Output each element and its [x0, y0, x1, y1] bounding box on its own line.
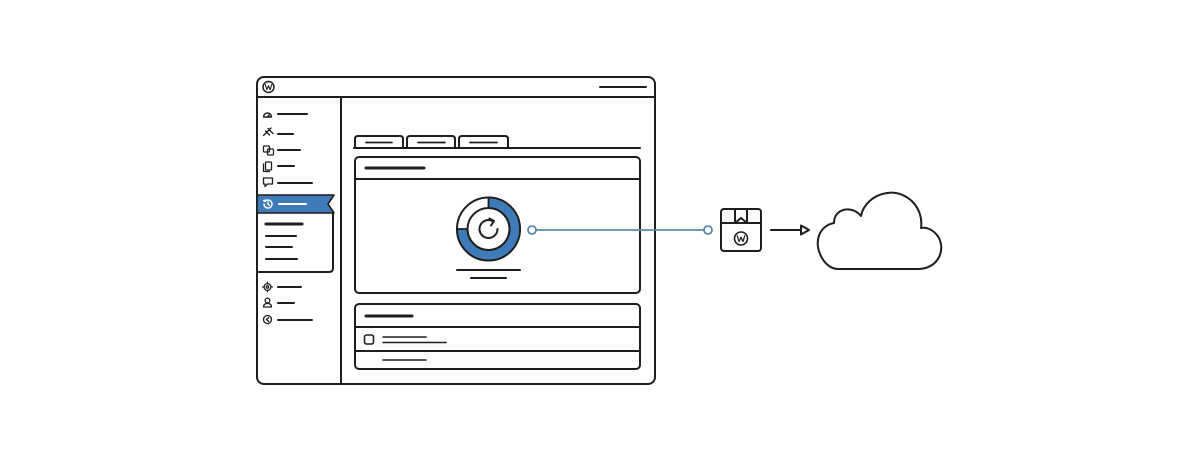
- comment-icon: [262, 177, 274, 188]
- backup-list-card: [354, 303, 641, 370]
- backup-list-card-frame: [354, 303, 641, 370]
- gear-icon: [262, 281, 273, 293]
- tab-1-active[interactable]: [354, 135, 404, 149]
- sidebar: [256, 112, 335, 325]
- wordpress-logo-icon: [262, 80, 275, 94]
- sidebar-item-users[interactable]: [262, 297, 295, 308]
- backup-progress-indicator: [456, 196, 521, 262]
- history-icon: [262, 199, 273, 209]
- tab-3[interactable]: [458, 135, 509, 149]
- connector-start-node: [527, 225, 537, 235]
- wordpress-logo-icon: [733, 231, 749, 246]
- sidebar-item-backup-active[interactable]: [256, 194, 335, 214]
- backup-card-frame: [354, 156, 641, 294]
- dashboard-icon: [262, 112, 273, 118]
- list-checkbox[interactable]: [363, 334, 375, 345]
- submenu-frame: [256, 212, 334, 273]
- pin-icon: [262, 127, 274, 137]
- sidebar-item-settings[interactable]: [262, 281, 302, 293]
- package-box: [720, 208, 762, 252]
- sidebar-submenu: [256, 212, 334, 273]
- wordpress-package-icon: [720, 208, 762, 252]
- tab-bar: [353, 135, 641, 149]
- sidebar-item-comments[interactable]: [262, 177, 313, 188]
- sidebar-item-posts[interactable]: [262, 127, 294, 137]
- sidebar-item-media[interactable]: [262, 145, 301, 156]
- sidebar-item-collapse[interactable]: [262, 314, 313, 325]
- progress-ring-inner: [466, 207, 511, 251]
- backup-card: [354, 156, 641, 294]
- sidebar-item-pages[interactable]: [262, 161, 295, 173]
- collapse-icon: [262, 314, 273, 325]
- package-tape: [734, 208, 748, 224]
- arrow-right-icon: [770, 224, 810, 236]
- user-icon: [262, 297, 273, 308]
- media-icon: [262, 145, 275, 156]
- cloud-icon: [816, 191, 943, 270]
- sidebar-item-dashboard[interactable]: [262, 112, 308, 118]
- connector-end-node: [703, 225, 713, 235]
- tab-2[interactable]: [406, 135, 456, 149]
- refresh-icon: [478, 217, 499, 239]
- pages-icon: [262, 161, 273, 173]
- backup-connector: [527, 225, 713, 235]
